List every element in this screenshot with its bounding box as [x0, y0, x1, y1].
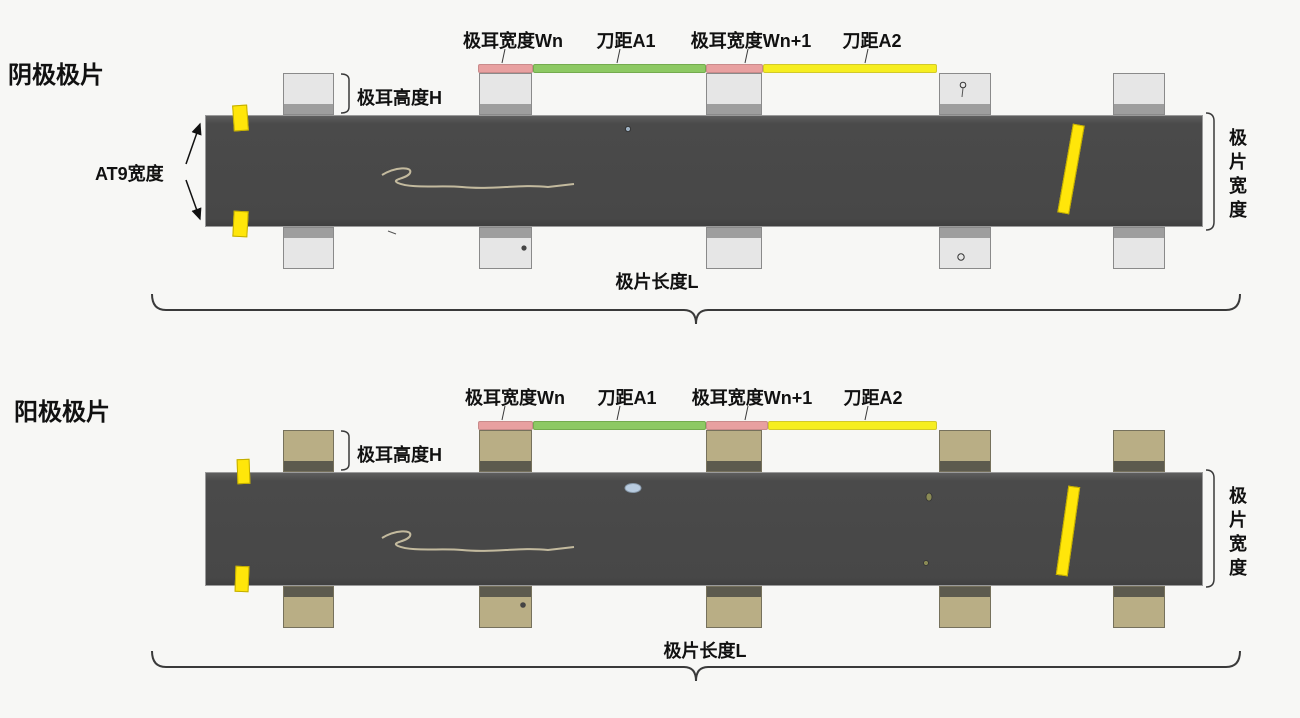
cathode-yellow-marker-top-left [232, 104, 249, 132]
anode-title: 阳极极片 [14, 399, 110, 426]
anode-knife-pitch-a2-label: 刀距A2 [843, 388, 903, 408]
cathode-electrode-strip [205, 115, 1203, 227]
cathode-at9-width-label: AT9宽度 [95, 164, 164, 184]
cathode-top-tab-4 [939, 73, 991, 115]
cathode-knife-pitch-a1-label: 刀距A1 [596, 31, 656, 51]
anode-sheet-length-label: 极片长度L [663, 641, 747, 661]
cathode-sheet-length-label: 极片长度L [615, 272, 699, 292]
anode-electrode-strip [205, 472, 1203, 586]
anode-tab-width-wn-label: 极耳宽度Wn [465, 388, 565, 408]
defect-scratch [387, 230, 397, 235]
cathode-bottom-tab-4 [939, 227, 991, 269]
sheet-width-bracket [1205, 112, 1215, 231]
cathode-top-tab-3 [706, 73, 762, 115]
anode-top-tab-5 [1113, 430, 1165, 472]
cathode-tab-width-wn-bar [478, 64, 533, 73]
cathode-yellow-marker-bottom-left [232, 210, 249, 238]
anode-bottom-tab-5 [1113, 586, 1165, 628]
anode-tab-width-wn-bar [478, 421, 533, 430]
cathode-top-tab-2 [479, 73, 532, 115]
anode-yellow-marker-top-left [236, 458, 251, 485]
cathode-bottom-tab-2 [479, 227, 532, 269]
cathode-tab-width-wn1-bar [706, 64, 763, 73]
cathode-tab-width-wn-label: 极耳宽度Wn [463, 31, 563, 51]
cathode-knife-pitch-a2-bar [763, 64, 937, 73]
cathode-title: 阴极极片 [8, 62, 104, 89]
sheet-width-bracket [1205, 469, 1215, 588]
anode-top-tab-3 [706, 430, 762, 472]
anode-sheet-width-label: 极片宽度 [1227, 486, 1247, 582]
anode-knife-pitch-a1-label: 刀距A1 [597, 388, 657, 408]
cathode-top-tab-5 [1113, 73, 1165, 115]
tab-height-bracket [340, 430, 350, 471]
anode-bottom-tab-2 [479, 586, 532, 628]
at9-arrow-bottom [185, 179, 202, 221]
cathode-bottom-tab-1 [283, 227, 334, 269]
cathode-sheet-width-label: 极片宽度 [1227, 128, 1247, 224]
anode-top-tab-4 [939, 430, 991, 472]
anode-bottom-tab-3 [706, 586, 762, 628]
anode-bottom-tab-4 [939, 586, 991, 628]
anode-top-tab-1 [283, 430, 334, 472]
anode-tab-width-wn1-bar [706, 421, 768, 430]
cathode-knife-pitch-a2-label: 刀距A2 [842, 31, 902, 51]
cathode-bottom-tab-3 [706, 227, 762, 269]
cathode-top-tab-1 [283, 73, 334, 115]
sheet-length-brace [151, 293, 1241, 325]
cathode-knife-pitch-a1-bar [533, 64, 706, 73]
cathode-tab-width-wn1-label: 极耳宽度Wn+1 [690, 31, 812, 51]
anode-yellow-marker-bottom-left [234, 565, 250, 593]
anode-bottom-tab-1 [283, 586, 334, 628]
anode-knife-pitch-a2-bar [768, 421, 937, 430]
anode-tab-height-label: 极耳高度H [357, 445, 442, 465]
cathode-tab-height-label: 极耳高度H [357, 88, 442, 108]
anode-knife-pitch-a1-bar [533, 421, 706, 430]
tab-height-bracket [340, 73, 350, 114]
anode-tab-width-wn1-label: 极耳宽度Wn+1 [691, 388, 813, 408]
cathode-bottom-tab-5 [1113, 227, 1165, 269]
at9-arrow-top [185, 122, 202, 165]
anode-top-tab-2 [479, 430, 532, 472]
